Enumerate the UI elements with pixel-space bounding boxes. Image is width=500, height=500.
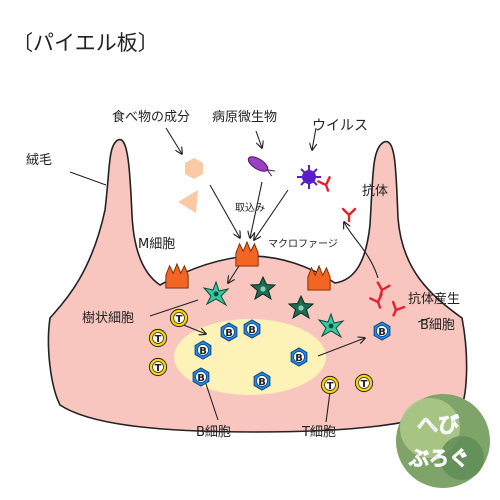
pathogen-icon <box>247 156 275 177</box>
svg-text:B: B <box>199 346 207 357</box>
svg-text:B: B <box>378 327 386 338</box>
dendritic-cell-label: 樹状細胞 <box>82 311 134 326</box>
arrow-dendritic-label <box>149 299 199 317</box>
virus-label: ウイルス <box>312 118 368 134</box>
arrow-b-cell-bottom-label <box>205 383 219 421</box>
t-cell-icon: T <box>169 308 189 328</box>
labels: 絨毛 食べ物の成分 病原微生物 ウイルス 抗体 取込み M細胞 マクロファージ … <box>26 109 460 440</box>
t-cell-icon: T <box>148 357 168 377</box>
svg-text:T: T <box>155 334 162 345</box>
b-cell-icon: B <box>243 319 261 339</box>
m-cell-right-icon <box>307 265 331 291</box>
food-label: 食べ物の成分 <box>112 109 190 125</box>
svg-text:T: T <box>361 379 368 390</box>
svg-text:B: B <box>248 325 256 336</box>
arrow-pathogen <box>255 130 262 148</box>
food-hexagon-icon <box>185 158 203 179</box>
arrow-villus-label <box>69 171 107 186</box>
arrow-food <box>165 127 182 154</box>
antibody-label: 抗体 <box>362 184 388 199</box>
antibody-production-label: 抗体産生 <box>408 291 460 307</box>
diagram-title: 〔パイエル板〕 <box>12 31 159 55</box>
arrows <box>69 127 431 423</box>
pathogen-label: 病原微生物 <box>212 110 277 125</box>
uptake-label: 取込み <box>235 202 265 214</box>
svg-text:B: B <box>258 377 266 388</box>
t-cell-icon: T <box>320 375 340 395</box>
lymphoid-follicle <box>174 319 326 395</box>
arrow-to-b-cell <box>180 323 206 334</box>
arrow-t-cell-bottom-label <box>325 391 331 423</box>
b-cell-icon: B <box>253 371 271 391</box>
t-cell-icon: T <box>354 373 374 393</box>
arrow-uptake-right <box>254 189 289 240</box>
b-cell-icon: B <box>194 340 212 360</box>
arrow-b-cell-right-label <box>417 317 431 323</box>
b-cell-right-label: B細胞 <box>420 318 455 333</box>
t-cell-bottom-label: T細胞 <box>301 425 336 440</box>
m-cell-label: M細胞 <box>138 237 175 252</box>
b-cell-icon: B <box>290 347 308 367</box>
arrow-uptake-left <box>209 184 240 238</box>
svg-text:T: T <box>327 381 334 392</box>
svg-text:T: T <box>155 363 162 374</box>
food-components <box>178 158 203 213</box>
svg-text:T: T <box>176 314 183 325</box>
arrow-b-to-b <box>317 338 365 357</box>
b-cell-icon: B <box>192 367 210 387</box>
logo-line-2: ぶろぐ <box>408 446 469 470</box>
t-cells: T T T T T <box>148 308 374 395</box>
m-cell-left-icon <box>165 263 189 289</box>
t-cell-icon: T <box>148 328 168 348</box>
b-cell-icon: B <box>373 321 391 341</box>
m-cell-middle-icon <box>235 241 259 267</box>
b-cell-icon: B <box>220 322 238 342</box>
villus-label: 絨毛 <box>26 153 52 168</box>
logo-line-1: へび <box>417 413 459 437</box>
hebiblog-logo: へび ぶろぐ <box>396 394 490 488</box>
arrow-antibody-up <box>344 222 379 279</box>
virus-icon <box>297 165 321 189</box>
macrophage-label: マクロファージ <box>268 238 338 250</box>
food-triangle-icon <box>178 190 198 213</box>
svg-text:B: B <box>225 328 233 339</box>
svg-text:B: B <box>197 373 205 384</box>
antibody-icon <box>317 176 335 194</box>
b-cell-bottom-label: B細胞 <box>196 425 231 440</box>
arrow-uptake-mid <box>250 181 263 238</box>
antibody-icon <box>341 207 357 223</box>
arrow-virus <box>312 127 316 150</box>
b-cells: B B B B B B B <box>192 319 391 391</box>
svg-text:B: B <box>295 353 303 364</box>
